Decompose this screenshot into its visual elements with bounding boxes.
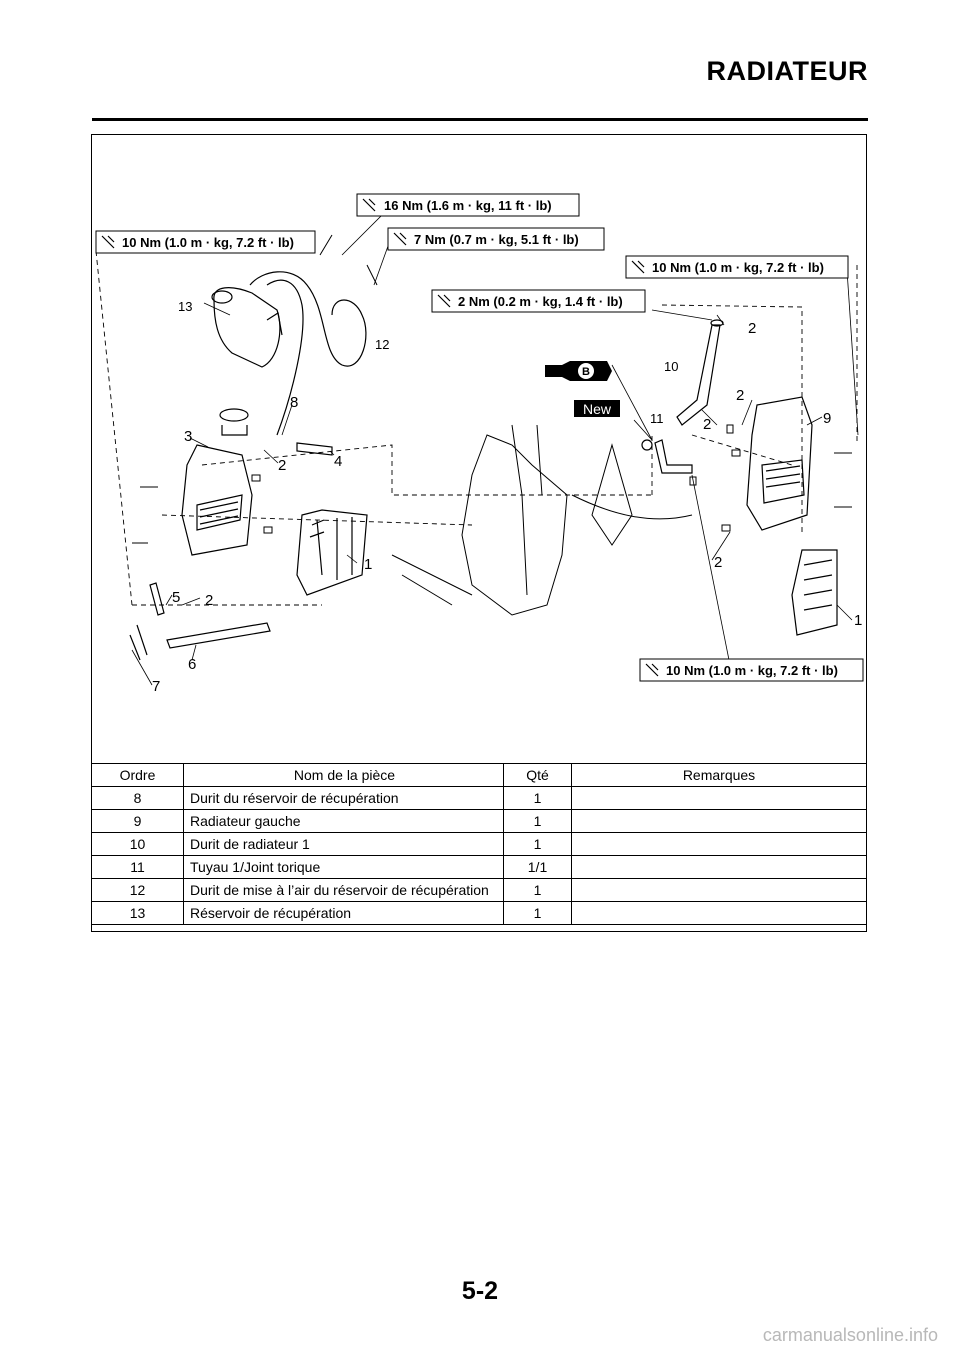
right-radiator-drawing [746, 396, 813, 531]
name-cell: Durit de radiateur 1 [183, 832, 504, 856]
vent-hose-drawing [249, 271, 367, 367]
page-number: 5-2 [461, 1277, 499, 1305]
table-row: 12 Durit de mise à l’air du réservoir de… [91, 878, 867, 902]
qty-cell: 1 [503, 786, 572, 810]
callout-9: 9 [823, 410, 831, 427]
lower-pipes-drawing [129, 582, 271, 661]
remarks-cell [571, 832, 867, 856]
column-header: Remarques [571, 763, 867, 787]
svg-text:7 Nm (0.7 m · kg, 5.1 ft · lb): 7 Nm (0.7 m · kg, 5.1 ft · lb) [414, 232, 579, 247]
callout-1a: 1 [364, 556, 372, 573]
exploded-diagram: 16 Nm (1.6 m · kg, 11 ft · lb) 10 Nm (1.… [95, 193, 864, 695]
table-row: 8 Durit du réservoir de récupération 1 [91, 786, 867, 810]
callout-4: 4 [334, 453, 342, 470]
svg-text:New: New [583, 401, 612, 417]
name-cell: Radiateur gauche [183, 809, 504, 833]
callout-2e: 2 [703, 416, 711, 433]
qty-cell: 1/1 [503, 855, 572, 879]
svg-text:2 Nm (0.2 m · kg, 1.4 ft · lb): 2 Nm (0.2 m · kg, 1.4 ft · lb) [458, 294, 623, 309]
remarks-cell [571, 901, 867, 925]
page-title: RADIATEUR [706, 56, 868, 86]
table-row: 10 Durit de radiateur 1 1 [91, 832, 867, 856]
column-header: Qté [503, 763, 572, 787]
name-cell: Réservoir de récupération [183, 901, 504, 925]
remarks-cell [571, 809, 867, 833]
leader-lines [131, 214, 859, 686]
qty-cell: 1 [503, 878, 572, 902]
watermark[interactable]: carmanualsonline.info [762, 1325, 938, 1345]
column-header: Nom de la pièce [183, 763, 504, 787]
callout-numbers: 13 12 8 3 2 4 1 5 2 6 7 2 10 2 11 2 9 2 … [152, 299, 862, 695]
name-cell: Durit de mise à l’air du réservoir de ré… [183, 878, 504, 902]
callout-13: 13 [178, 299, 192, 314]
remarks-cell [571, 855, 867, 879]
callout-2f: 2 [714, 554, 722, 571]
left-core-drawing [296, 509, 368, 596]
table-row: 11 Tuyau 1/Joint torique 1/1 [91, 855, 867, 879]
bolts-drawing [132, 234, 852, 544]
callout-5: 5 [172, 589, 180, 606]
cap-drawing [219, 408, 249, 436]
qty-cell: 1 [503, 832, 572, 856]
torque-labels: 16 Nm (1.6 m · kg, 11 ft · lb) 10 Nm (1.… [95, 193, 864, 682]
torque-label-10nm-bottom: 10 Nm (1.0 m · kg, 7.2 ft · lb) [639, 658, 864, 682]
name-cell: Tuyau 1/Joint torique [183, 855, 504, 879]
svg-text:B: B [582, 366, 590, 378]
callout-10: 10 [664, 359, 678, 374]
grease-symbol: B [545, 361, 612, 381]
order-cell: 13 [91, 901, 184, 925]
qty-cell: 1 [503, 901, 572, 925]
callout-1b: 1 [854, 612, 862, 629]
order-cell: 9 [91, 809, 184, 833]
callout-2a: 2 [278, 457, 286, 474]
callout-2c: 2 [748, 320, 756, 337]
svg-text:16 Nm (1.6 m · kg, 11 ft · lb): 16 Nm (1.6 m · kg, 11 ft · lb) [384, 198, 552, 213]
table-header-row: Ordre Nom de la pièce Qté Remarques [91, 763, 867, 787]
callout-11: 11 [650, 411, 664, 426]
torque-label-2nm: 2 Nm (0.2 m · kg, 1.4 ft · lb) [431, 289, 646, 313]
recovery-hose-drawing [266, 279, 304, 436]
svg-text:10 Nm (1.0 m · kg, 7.2 ft · lb: 10 Nm (1.0 m · kg, 7.2 ft · lb) [666, 663, 838, 678]
torque-label-10nm-left: 10 Nm (1.0 m · kg, 7.2 ft · lb) [95, 230, 316, 254]
new-badge: New [574, 400, 620, 417]
callout-3: 3 [184, 428, 192, 445]
title-rule [92, 118, 868, 121]
reservoir-drawing [211, 287, 283, 368]
hose-10-drawing [676, 319, 724, 426]
order-cell: 11 [91, 855, 184, 879]
svg-text:10 Nm (1.0 m · kg, 7.2 ft · lb: 10 Nm (1.0 m · kg, 7.2 ft · lb) [122, 235, 294, 250]
frame-outline-drawing [391, 424, 693, 616]
left-shroud-drawing [181, 444, 253, 556]
pipe-11-drawing [641, 439, 693, 474]
table-row: 13 Réservoir de récupération 1 [91, 901, 867, 925]
remarks-cell [571, 786, 867, 810]
remarks-cell [571, 878, 867, 902]
qty-cell: 1 [503, 809, 572, 833]
order-cell: 12 [91, 878, 184, 902]
order-cell: 10 [91, 832, 184, 856]
column-header: Ordre [91, 763, 184, 787]
callout-12: 12 [375, 337, 389, 352]
table-row: 9 Radiateur gauche 1 [91, 809, 867, 833]
callout-7: 7 [152, 678, 160, 695]
torque-label-10nm-right: 10 Nm (1.0 m · kg, 7.2 ft · lb) [625, 255, 849, 279]
name-cell: Durit du réservoir de récupération [183, 786, 504, 810]
torque-label-7nm: 7 Nm (0.7 m · kg, 5.1 ft · lb) [387, 227, 605, 251]
callout-6: 6 [188, 656, 196, 673]
callout-8: 8 [290, 394, 298, 411]
parts-table: Ordre Nom de la pièce Qté Remarques 8 Du… [91, 763, 867, 925]
order-cell: 8 [91, 786, 184, 810]
content-frame [91, 134, 867, 932]
callout-2b: 2 [205, 592, 213, 609]
right-core-drawing [791, 549, 838, 636]
callout-2d: 2 [736, 387, 744, 404]
hose-4-drawing [296, 442, 333, 456]
svg-text:10 Nm (1.0 m · kg, 7.2 ft · lb: 10 Nm (1.0 m · kg, 7.2 ft · lb) [652, 260, 824, 275]
torque-label-16nm: 16 Nm (1.6 m · kg, 11 ft · lb) [356, 193, 580, 217]
